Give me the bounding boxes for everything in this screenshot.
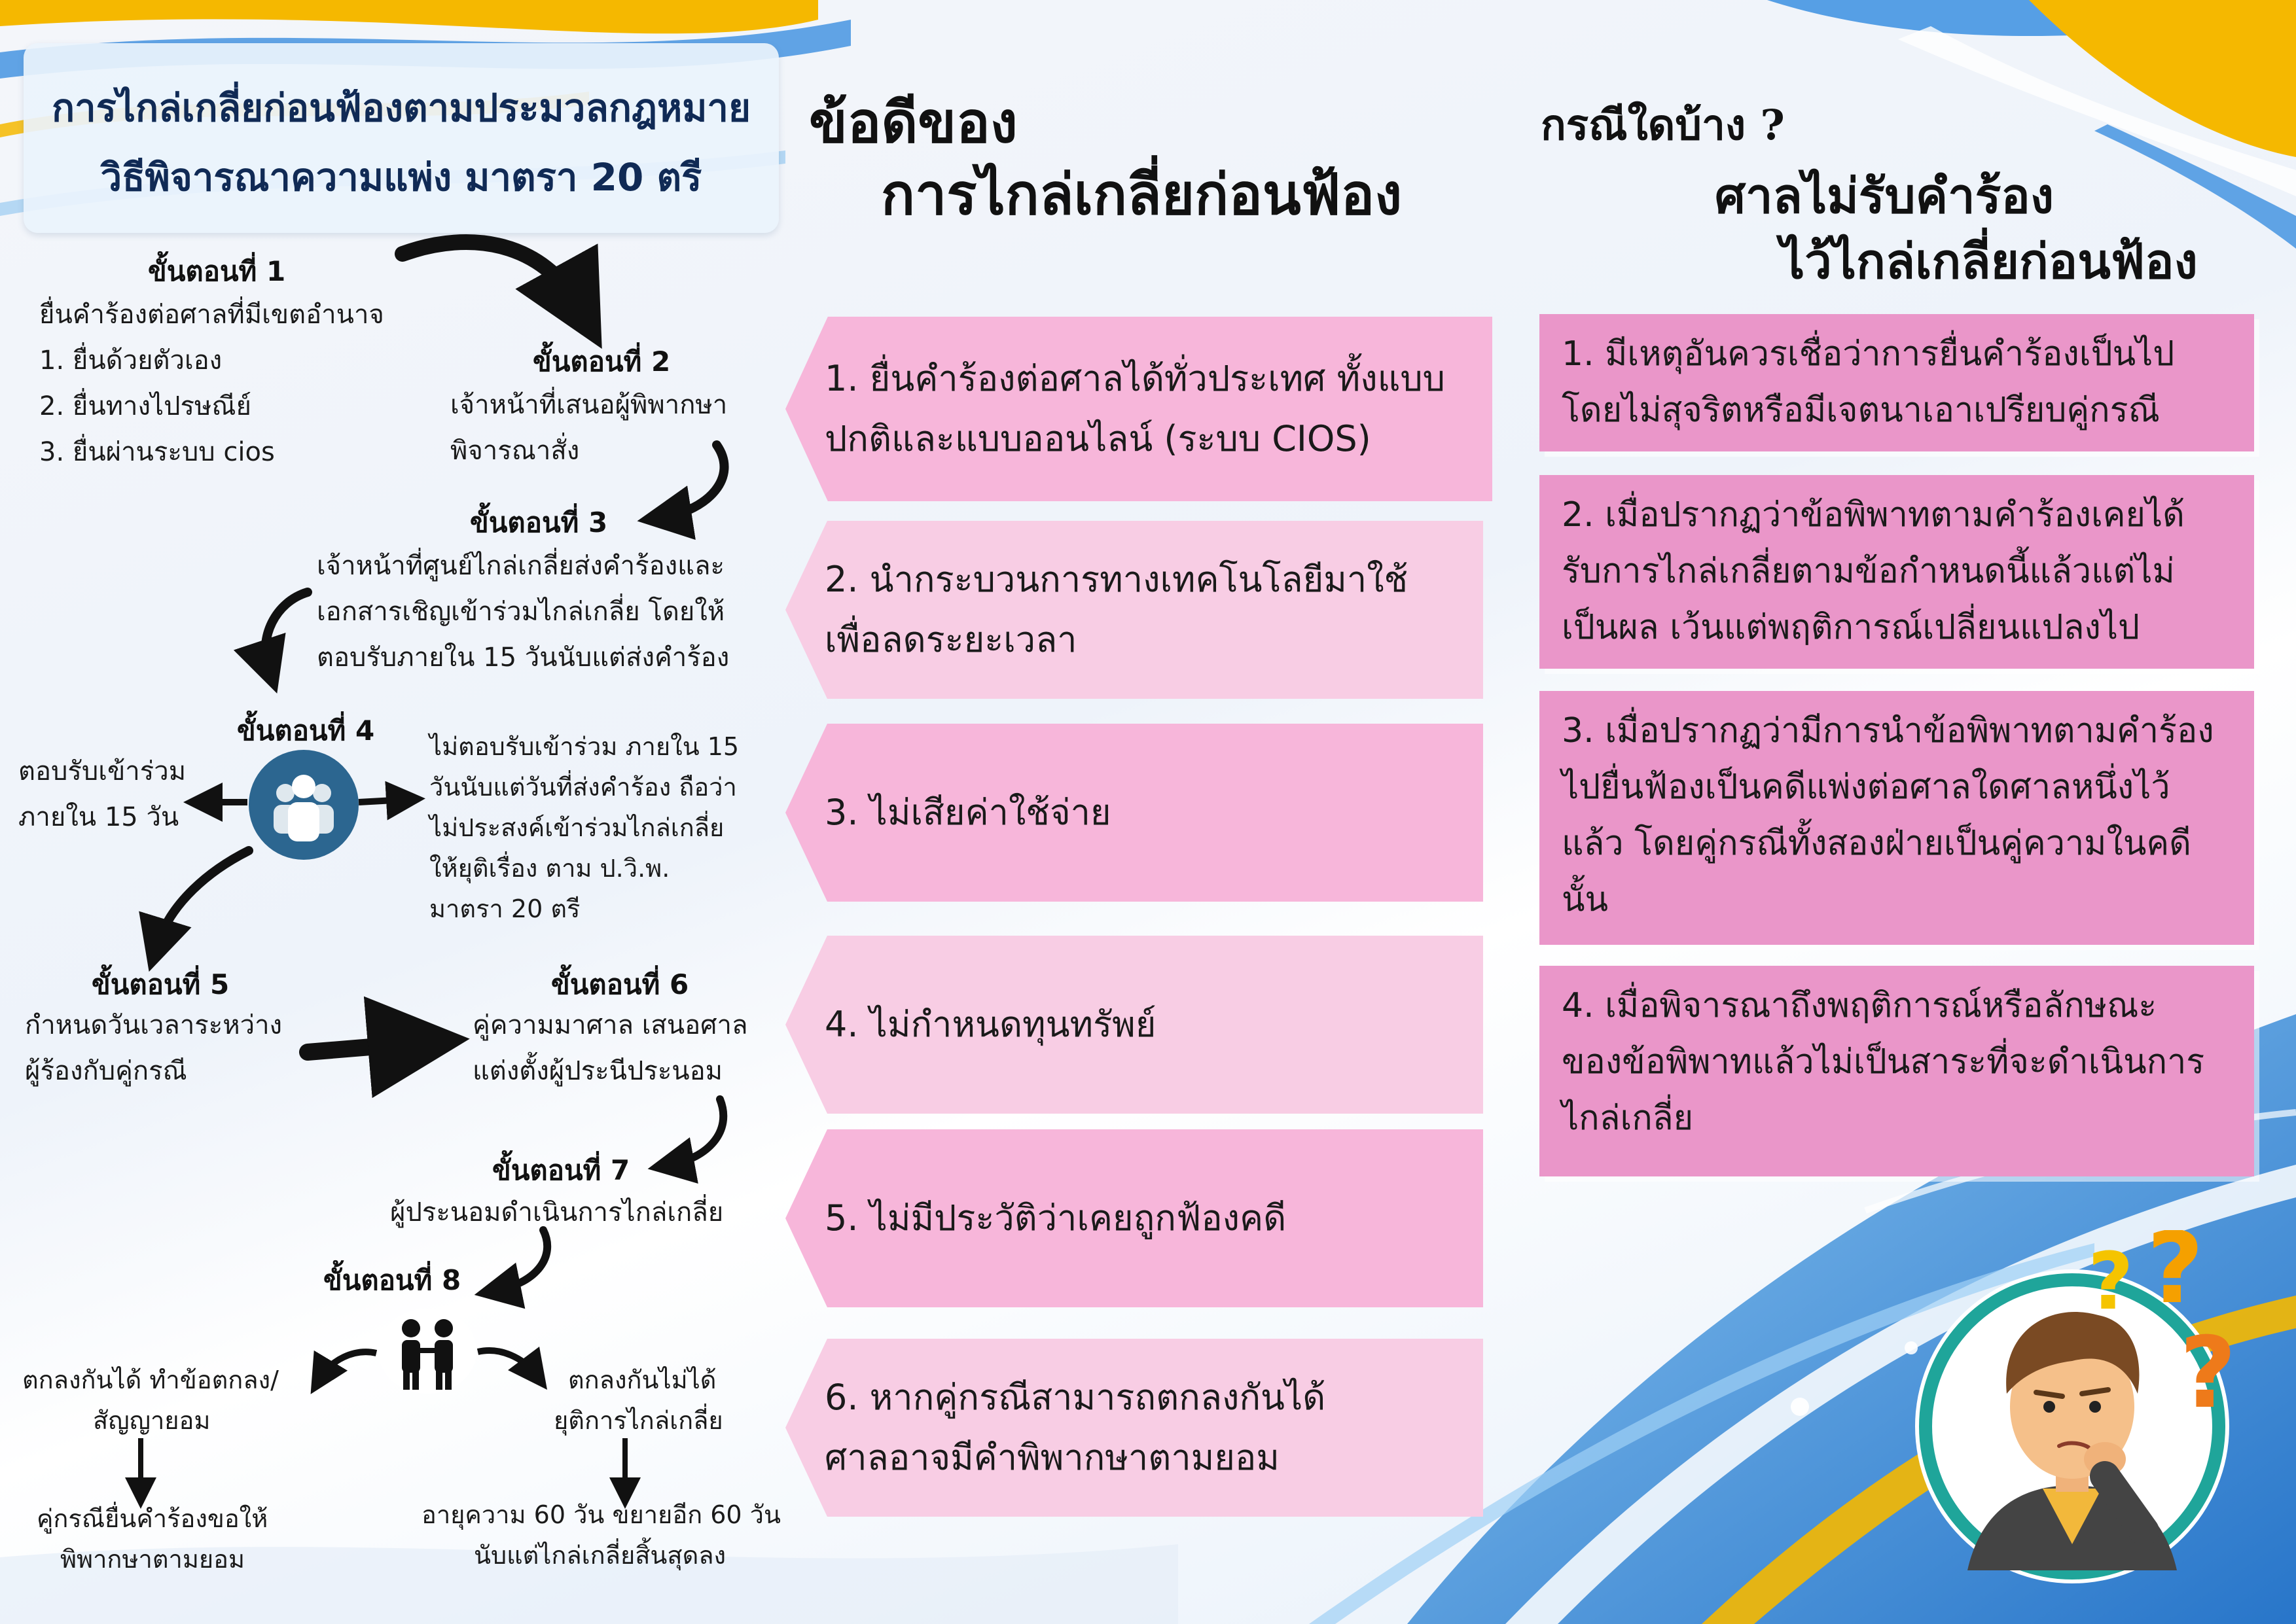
benefit-text-4: 4. ไม่กำหนดทุนทรัพย์ <box>825 1004 1157 1045</box>
step-2-label: ขั้นตอนที่ 2 <box>533 345 671 378</box>
step-5-label: ขั้นตอนที่ 5 <box>92 968 230 1000</box>
step-1-line-4: 3. ยื่นผ่านระบบ cios <box>39 437 275 467</box>
step-8-disagree-line-2: ยุติการไกล่เกลี่ย <box>554 1406 723 1435</box>
title-line-1: การไกล่เกลี่ยก่อนฟ้องตามประมวลกฎหมาย <box>52 86 751 130</box>
svg-text:?: ? <box>2179 1316 2236 1426</box>
people-group-icon <box>249 750 359 860</box>
step-5-line-2: ผู้ร้องกับคู่กรณี <box>25 1056 187 1086</box>
step-4-decline-line-3: ไม่ประสงค์เข้าร่วมไกล่เกลี่ย <box>429 813 725 842</box>
step-3-line-3: ตอบรับภายใน 15 วันนับแต่ส่งคำร้อง <box>317 643 730 673</box>
benefit-text-5: 5. ไม่มีประวัติว่าเคยถูกฟ้องคดี <box>825 1197 1287 1239</box>
step-3-line-1: เจ้าหน้าที่ศูนย์ไกล่เกลี่ยส่งคำร้องและ <box>317 551 725 581</box>
step-4-decline-line-1: ไม่ตอบรับเข้าร่วม ภายใน 15 <box>429 732 740 761</box>
title-line-2: วิธีพิจารณาความแพ่ง มาตรา 20 ตรี <box>100 155 702 200</box>
benefits-heading-line-1: ข้อดีของ <box>809 90 1018 156</box>
benefit-text-1: 1. ยื่นคำร้องต่อศาลได้ทั่วประเทศ ทั้งแบบ… <box>825 358 1445 459</box>
step-3-label: ขั้นตอนที่ 3 <box>470 506 608 538</box>
benefit-text-6: 6. หากคู่กรณีสามารถตกลงกันได้ ศาลอาจมีคำ… <box>825 1377 1326 1478</box>
step-2-line-2: พิจารณาสั่ง <box>450 436 580 466</box>
step-8-agree-result-line-1: คู่กรณียื่นคำร้องขอให้ <box>37 1504 268 1533</box>
case-item-3: 3. เมื่อปรากฏว่ามีการนำข้อพิพาทตามคำร้อง… <box>1539 691 2254 945</box>
two-people-icon <box>378 1309 476 1394</box>
benefit-text-2: 2. นำกระบวนการทางเทคโนโลยีมาใช้ เพื่อลดร… <box>825 559 1408 660</box>
step-8-agree-result-line-2: พิพากษาตามยอม <box>60 1545 245 1574</box>
benefit-item-5: 5. ไม่มีประวัติว่าเคยถูกฟ้องคดี <box>785 1129 1483 1307</box>
step-4-accept-line-2: ภายใน 15 วัน <box>18 802 179 832</box>
step-8-disagree-line-1: ตกลงกันไม่ได้ <box>568 1366 717 1394</box>
benefits-heading-line-2: การไกล่เกลี่ยก่อนฟ้อง <box>881 162 1403 228</box>
step-8-agree-line-1: ตกลงกันได้ ทำข้อตกลง/ <box>22 1366 279 1394</box>
step-7-line-1: ผู้ประนอมดำเนินการไกล่เกลี่ย <box>390 1197 724 1227</box>
step-6-label: ขั้นตอนที่ 6 <box>551 968 689 1000</box>
benefit-item-1: 1. ยื่นคำร้องต่อศาลได้ทั่วประเทศ ทั้งแบบ… <box>785 317 1492 501</box>
step-4-decline-line-4: ให้ยุติเรื่อง ตาม ป.วิ.พ. <box>429 854 670 883</box>
question-mark-icon: ? ? ? <box>2075 1212 2258 1430</box>
benefit-item-4: 4. ไม่กำหนดทุนทรัพย์ <box>785 936 1483 1114</box>
svg-text:?: ? <box>2147 1230 2204 1326</box>
step-6-line-2: แต่งตั้งผู้ประนีประนอม <box>473 1056 723 1086</box>
case-item-2: 2. เมื่อปรากฏว่าข้อพิพาทตามคำร้องเคยได้ … <box>1539 475 2254 669</box>
flow-arrows <box>125 234 729 1509</box>
step-4-decline-line-2: วันนับแต่วันที่ส่งคำร้อง ถือว่า <box>429 773 737 802</box>
step-1-line-1: ยื่นคำร้องต่อศาลที่มีเขตอำนาจ <box>39 300 384 330</box>
step-4-accept-line-1: ตอบรับเข้าร่วม <box>18 756 187 786</box>
step-8-agree-line-2: สัญญายอม <box>93 1406 211 1435</box>
step-6-line-1: คู่ความมาศาล เสนอศาล <box>473 1010 748 1040</box>
benefit-item-6: 6. หากคู่กรณีสามารถตกลงกันได้ ศาลอาจมีคำ… <box>785 1339 1483 1517</box>
benefit-text-3: 3. ไม่เสียค่าใช้จ่าย <box>825 792 1111 833</box>
title-box: การไกล่เกลี่ยก่อนฟ้องตามประมวลกฎหมาย วิธ… <box>24 43 779 233</box>
cases-heading-line-2: ศาลไม่รับคำร้อง <box>1715 168 2054 224</box>
step-4-decline-line-5: มาตรา 20 ตรี <box>429 894 581 923</box>
confused-man-icon <box>1909 1230 2236 1597</box>
step-8-disagree-result-line-1: อายุความ 60 วัน ขยายอีก 60 วัน <box>422 1500 781 1529</box>
step-3-line-2: เอกสารเชิญเข้าร่วมไกล่เกลี่ย โดยให้ <box>317 597 725 627</box>
cases-heading-line-1: กรณีใดบ้าง ? <box>1541 101 1785 150</box>
benefit-item-3: 3. ไม่เสียค่าใช้จ่าย <box>785 724 1483 902</box>
step-7-label: ขั้นตอนที่ 7 <box>492 1154 630 1186</box>
step-4-label: ขั้นตอนที่ 4 <box>237 715 375 747</box>
svg-text:?: ? <box>2088 1237 2134 1328</box>
case-item-4: 4. เมื่อพิจารณาถึงพฤติการณ์หรือลักษณะ ขอ… <box>1539 966 2254 1176</box>
step-2-line-1: เจ้าหน้าที่เสนอผู้พิพากษา <box>450 390 728 420</box>
benefit-item-2: 2. นำกระบวนการทางเทคโนโลยีมาใช้ เพื่อลดร… <box>785 521 1483 699</box>
step-1-line-3: 2. ยื่นทางไปรษณีย์ <box>39 391 251 421</box>
step-5-line-1: กำหนดวันเวลาระหว่าง <box>25 1010 283 1040</box>
step-1-label: ขั้นตอนที่ 1 <box>148 255 286 287</box>
case-item-1: 1. มีเหตุอันควรเชื่อว่าการยื่นคำร้องเป็น… <box>1539 314 2254 451</box>
cases-heading-line-3: ไว้ไกล่เกลี่ยก่อนฟ้อง <box>1780 234 2198 290</box>
step-1-line-2: 1. ยื่นด้วยตัวเอง <box>39 345 223 376</box>
step-8-disagree-result-line-2: นับแต่ไกล่เกลี่ยสิ้นสุดลง <box>474 1541 726 1570</box>
step-8-label: ขั้นตอนที่ 8 <box>323 1264 461 1296</box>
